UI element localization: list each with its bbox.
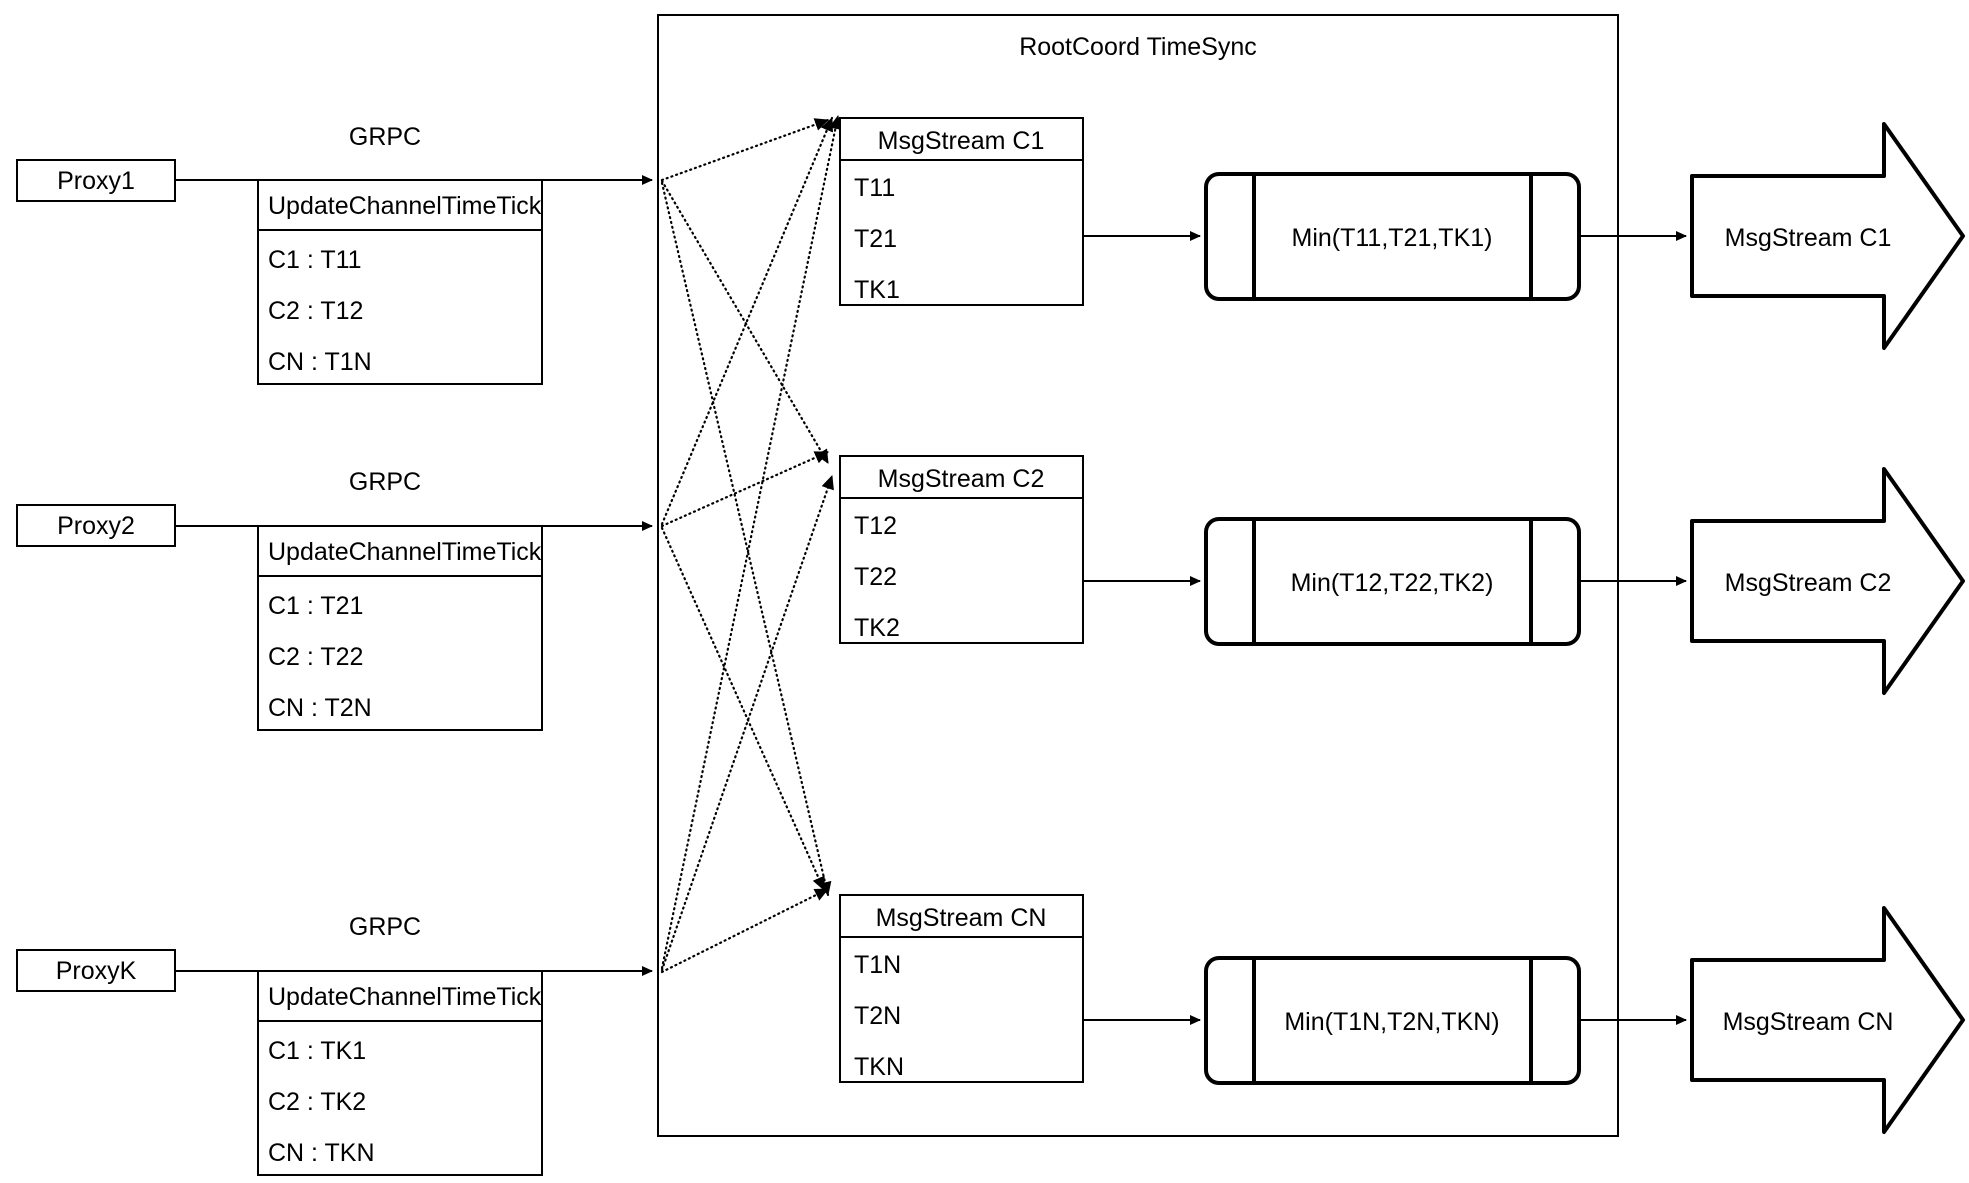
proxy1-box[interactable] bbox=[16, 159, 176, 202]
proxy1-request-row-1: C2 : T12 bbox=[268, 297, 363, 325]
proxy2-request-box bbox=[257, 525, 543, 731]
proxy2-request-header: UpdateChannelTimeTick bbox=[268, 538, 542, 566]
msgstream-c2-header: MsgStream C2 bbox=[878, 465, 1045, 493]
output-msgstream-cn-label: MsgStream CN bbox=[1723, 1008, 1894, 1036]
proxy1-request-row-0: C1 : T11 bbox=[268, 246, 362, 274]
proxyk-request-box bbox=[257, 970, 543, 1176]
proxyk-label: ProxyK bbox=[56, 957, 137, 985]
fan-pk-to-cn bbox=[660, 887, 830, 974]
proxy2-request-row-1: C2 : T22 bbox=[268, 643, 363, 671]
proxyk-request-header: UpdateChannelTimeTick bbox=[268, 983, 542, 1011]
min-cn-label: Min(T1N,T2N,TKN) bbox=[1284, 1008, 1499, 1036]
proxyk-grpc-label: GRPC bbox=[349, 913, 421, 941]
msgstream-c1-header: MsgStream C1 bbox=[878, 127, 1045, 155]
proxy1-request-row-2: CN : T1N bbox=[268, 348, 372, 376]
proxy2-grpc-label: GRPC bbox=[349, 468, 421, 496]
min-c2-label: Min(T12,T22,TK2) bbox=[1291, 569, 1494, 597]
proxyk-request-row-1: C2 : TK2 bbox=[268, 1088, 366, 1116]
msgstream-c1-row-2: TK1 bbox=[854, 276, 900, 304]
proxy1-request-header: UpdateChannelTimeTick bbox=[268, 192, 542, 220]
proxyk-box[interactable] bbox=[16, 949, 176, 992]
fan-p2-to-c1 bbox=[660, 116, 834, 526]
output-msgstream-c2-label: MsgStream C2 bbox=[1725, 569, 1892, 597]
msgstream-cn-row-2: TKN bbox=[854, 1053, 904, 1081]
msgstream-c2-row-0: T12 bbox=[854, 512, 897, 540]
proxy2-label: Proxy2 bbox=[57, 512, 135, 540]
msgstream-cn-row-1: T2N bbox=[854, 1002, 901, 1030]
msgstream-c1-box bbox=[839, 117, 1084, 306]
min-c1-label: Min(T11,T21,TK1) bbox=[1292, 224, 1493, 252]
proxy1-label: Proxy1 bbox=[57, 167, 135, 195]
msgstream-c2-row-2: TK2 bbox=[854, 614, 900, 642]
proxy2-box[interactable] bbox=[16, 504, 176, 547]
output-msgstream-c1-label: MsgStream C1 bbox=[1725, 224, 1892, 252]
proxy2-request-row-0: C1 : T21 bbox=[268, 592, 363, 620]
msgstream-cn-box bbox=[839, 894, 1084, 1083]
proxy2-request-row-2: CN : T2N bbox=[268, 694, 372, 722]
output-msgstream-c1-arrow bbox=[1690, 122, 1965, 350]
fan-p1-to-c2 bbox=[660, 179, 830, 465]
rootcoord-container-title: RootCoord TimeSync bbox=[1019, 33, 1257, 61]
msgstream-c2-box bbox=[839, 455, 1084, 644]
msgstream-cn-row-0: T1N bbox=[854, 951, 901, 979]
fan-pk-to-c2 bbox=[660, 474, 834, 972]
proxyk-request-row-0: C1 : TK1 bbox=[268, 1037, 366, 1065]
msgstream-c1-row-1: T21 bbox=[854, 225, 897, 253]
output-msgstream-cn-arrow bbox=[1690, 906, 1965, 1134]
msgstream-cn-header: MsgStream CN bbox=[876, 904, 1047, 932]
fan-p2-to-cn bbox=[660, 526, 826, 892]
fan-p1-to-c1 bbox=[660, 118, 830, 182]
proxy1-grpc-label: GRPC bbox=[349, 123, 421, 151]
output-msgstream-c2-arrow bbox=[1690, 467, 1965, 695]
fan-p2-to-c2 bbox=[660, 450, 830, 528]
proxyk-request-row-2: CN : TKN bbox=[268, 1139, 375, 1167]
msgstream-c1-row-0: T11 bbox=[854, 174, 895, 202]
msgstream-c2-row-1: T22 bbox=[854, 563, 897, 591]
fan-p1-to-cn bbox=[660, 181, 832, 897]
fan-pk-to-c1 bbox=[660, 114, 842, 970]
